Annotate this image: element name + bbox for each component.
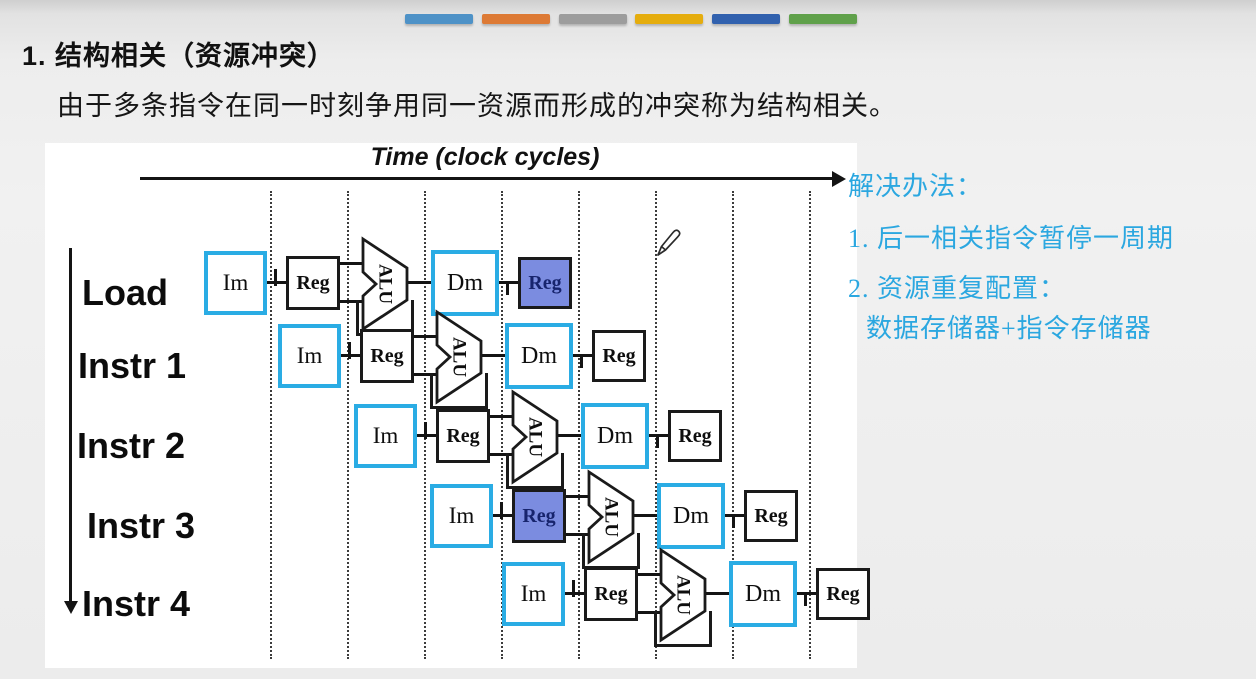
stage-connector-line [732, 514, 735, 528]
stage-dm-box: Dm [581, 403, 649, 469]
stage-im-box: Im [430, 484, 493, 548]
alu-shape: ALU [434, 309, 484, 405]
time-axis-line [140, 177, 832, 180]
stage-reg-box: Reg [816, 568, 870, 620]
stage-connector-line [490, 415, 522, 418]
stage-connector-line [566, 495, 598, 498]
stage-connector-line [506, 281, 509, 295]
stage-im-box: Im [278, 324, 341, 388]
stage-connector-line [580, 354, 583, 368]
row-label-instr-4: Instr 4 [82, 583, 191, 624]
solution-item-3: 数据存储器+指令存储器 [866, 314, 1152, 343]
clock-cycle-separator [578, 191, 580, 659]
stage-reg-box: Reg [436, 409, 490, 463]
svg-text:ALU: ALU [525, 417, 546, 457]
deco-bar [558, 14, 627, 24]
stage-connector-line [408, 281, 432, 284]
svg-text:ALU: ALU [601, 497, 622, 537]
stage-reg-box: Reg [592, 330, 646, 382]
stage-connector-line [706, 592, 730, 595]
stage-connector-line [482, 354, 506, 357]
solution-heading: 解决办法： [848, 172, 984, 201]
stage-reg-box: Reg [286, 256, 340, 310]
clock-cycle-separator [501, 191, 503, 659]
deco-bar [635, 14, 704, 24]
stage-dm-box: Dm [505, 323, 573, 389]
alu-shape: ALU [510, 389, 560, 485]
deco-bar [405, 14, 473, 24]
stage-connector-line [804, 592, 807, 606]
stage-dm-box: Dm [431, 250, 499, 316]
stage-dm-box: Dm [657, 483, 725, 549]
pen-cursor-icon [652, 227, 682, 261]
stage-connector-line [638, 573, 670, 576]
svg-text:ALU: ALU [673, 575, 694, 615]
alu-bypass-loop [506, 453, 564, 489]
alu-bypass-loop [654, 611, 712, 647]
clock-cycle-separator [270, 191, 272, 659]
stage-connector-line [424, 422, 427, 439]
deco-bar [789, 14, 857, 24]
stage-connector-line [340, 262, 372, 265]
stage-reg-box: Reg [360, 329, 414, 383]
clock-cycle-separator [732, 191, 734, 659]
alu-shape: ALU [360, 236, 410, 332]
stage-reg-box: Reg [512, 489, 566, 543]
instruction-axis-line [69, 248, 72, 603]
svg-text:ALU: ALU [449, 337, 470, 377]
clock-cycle-separator [347, 191, 349, 659]
alu-shape: ALU [658, 547, 708, 643]
stage-connector-line [348, 342, 351, 359]
stage-im-box: Im [354, 404, 417, 468]
clock-cycle-separator [655, 191, 657, 659]
solution-item-2: 2. 资源重复配置： [848, 274, 1067, 303]
row-label-instr-2: Instr 2 [77, 425, 186, 466]
stage-connector-line [414, 335, 446, 338]
time-axis-label: Time (clock cycles) [370, 143, 600, 171]
page-title: 1. 结构相关（资源冲突） [22, 41, 336, 71]
deco-bar [481, 14, 550, 24]
instruction-axis-arrowhead-icon [64, 601, 78, 614]
deco-bar [712, 14, 781, 24]
stage-im-box: Im [502, 562, 565, 626]
stage-reg-box: Reg [518, 257, 572, 309]
stage-connector-line [558, 434, 582, 437]
stage-connector-line [500, 502, 503, 519]
page-subtitle: 由于多条指令在同一时刻争用同一资源而形成的冲突称为结构相关。 [57, 91, 897, 121]
stage-im-box: Im [204, 251, 267, 315]
clock-cycle-separator [809, 191, 811, 659]
row-label-load: Load [82, 272, 168, 313]
solution-item-1: 1. 后一相关指令暂停一周期 [848, 224, 1175, 253]
stage-reg-box: Reg [584, 567, 638, 621]
svg-text:ALU: ALU [375, 264, 396, 304]
stage-dm-box: Dm [729, 561, 797, 627]
stage-connector-line [656, 434, 659, 448]
stage-connector-line [274, 269, 277, 286]
stage-connector-line [634, 514, 658, 517]
alu-shape: ALU [586, 469, 636, 565]
stage-reg-box: Reg [744, 490, 798, 542]
alu-bypass-loop [430, 373, 488, 409]
row-label-instr-3: Instr 3 [87, 505, 196, 546]
time-axis-arrowhead-icon [832, 170, 846, 187]
stage-reg-box: Reg [668, 410, 722, 462]
row-label-instr-1: Instr 1 [78, 345, 187, 386]
stage-connector-line [572, 580, 575, 597]
